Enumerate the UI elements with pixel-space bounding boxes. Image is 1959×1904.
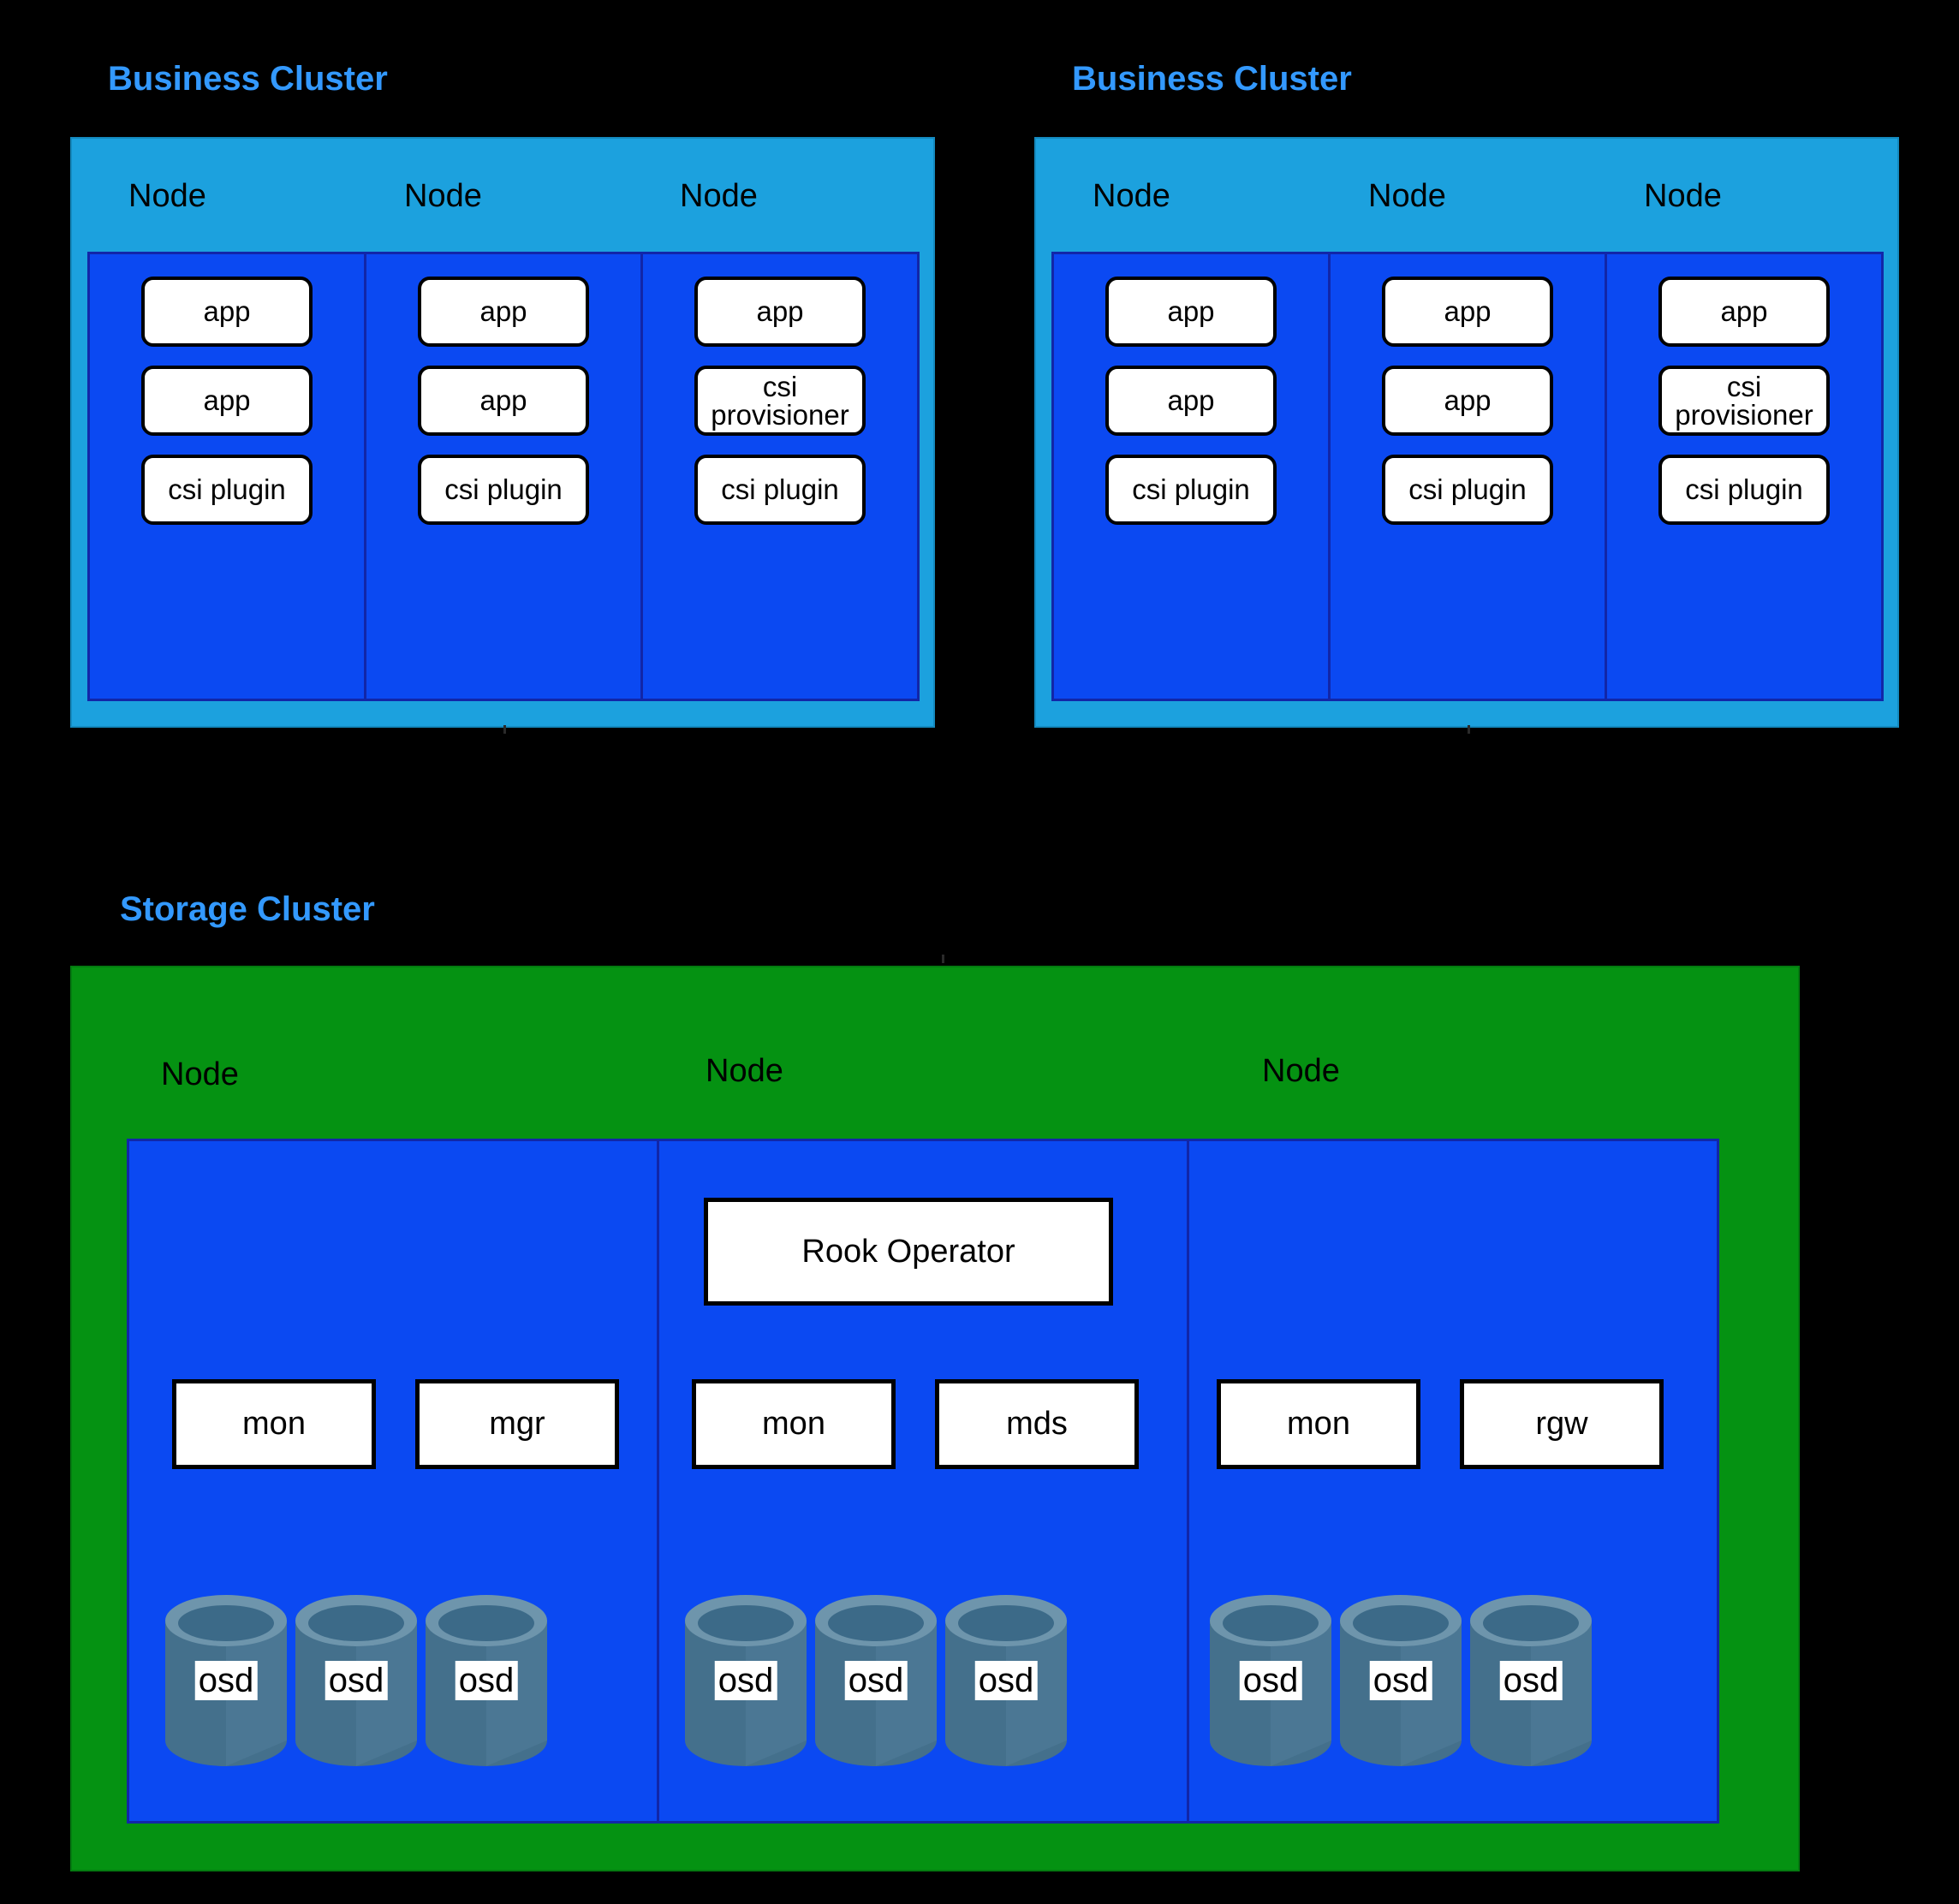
osd-cylinder[interactable]: osd xyxy=(1340,1595,1462,1766)
osd-label: osd xyxy=(325,1661,388,1700)
cluster-2-bottom-tick xyxy=(1468,725,1470,734)
node-label-b2-n3: Node xyxy=(1644,178,1722,214)
pod-app[interactable]: app xyxy=(1105,277,1277,347)
storage-node-2[interactable]: Rook Operator mon mds osd xyxy=(659,1141,1189,1821)
osd-label: osd xyxy=(1369,1661,1432,1700)
osd-label: osd xyxy=(974,1661,1038,1700)
pod-csi-plugin[interactable]: csi plugin xyxy=(1382,455,1553,525)
osd-label: osd xyxy=(194,1661,258,1700)
pod-app[interactable]: app xyxy=(418,366,589,436)
pod-app[interactable]: app xyxy=(418,277,589,347)
daemon-mon[interactable]: mon xyxy=(172,1379,376,1469)
osd-cylinder[interactable]: osd xyxy=(1470,1595,1592,1766)
node-label-s2: Node xyxy=(706,1053,783,1089)
osd-cylinder[interactable]: osd xyxy=(165,1595,287,1766)
pod-csi-plugin[interactable]: csi plugin xyxy=(1658,455,1830,525)
pod-app[interactable]: app xyxy=(141,277,313,347)
daemon-mon[interactable]: mon xyxy=(692,1379,896,1469)
daemon-rgw[interactable]: rgw xyxy=(1460,1379,1664,1469)
business-cluster-2-node-2[interactable]: app app csi plugin xyxy=(1331,254,1607,699)
pod-csi-plugin[interactable]: csi plugin xyxy=(141,455,313,525)
pod-app[interactable]: app xyxy=(1105,366,1277,436)
osd-cylinder[interactable]: osd xyxy=(295,1595,417,1766)
osd-label: osd xyxy=(1239,1661,1302,1700)
node-label-s1: Node xyxy=(161,1056,239,1092)
daemon-mgr[interactable]: mgr xyxy=(415,1379,619,1469)
daemon-mon[interactable]: mon xyxy=(1217,1379,1420,1469)
business-cluster-2-node-1[interactable]: app app csi plugin xyxy=(1054,254,1331,699)
node-label-b2-n1: Node xyxy=(1093,178,1170,214)
business-cluster-1-title: Business Cluster xyxy=(108,60,388,98)
node-label-b1-n1: Node xyxy=(128,178,206,214)
pod-csi-plugin[interactable]: csi plugin xyxy=(418,455,589,525)
storage-cluster-nodes: mon mgr osd xyxy=(127,1139,1719,1824)
storage-node-1[interactable]: mon mgr osd xyxy=(129,1141,659,1821)
osd-label: osd xyxy=(844,1661,908,1700)
node-label-s3: Node xyxy=(1262,1053,1340,1089)
business-cluster-2: Node Node Node app app csi plugin app ap… xyxy=(1034,137,1899,728)
business-cluster-2-node-labels: Node Node Node xyxy=(1036,139,1897,250)
osd-label: osd xyxy=(714,1661,777,1700)
osd-cylinder[interactable]: osd xyxy=(685,1595,807,1766)
osd-label: osd xyxy=(455,1661,518,1700)
daemon-mds[interactable]: mds xyxy=(935,1379,1139,1469)
node-label-b1-n3: Node xyxy=(680,178,758,214)
pod-app[interactable]: app xyxy=(1382,366,1553,436)
rook-operator-box[interactable]: Rook Operator xyxy=(704,1198,1113,1306)
storage-cluster-top-tick xyxy=(942,955,944,963)
osd-row-node-1: osd osd xyxy=(165,1595,547,1766)
business-cluster-1: Node Node Node app app csi plugin app ap… xyxy=(70,137,935,728)
osd-cylinder[interactable]: osd xyxy=(945,1595,1067,1766)
business-cluster-1-node-2[interactable]: app app csi plugin xyxy=(366,254,643,699)
business-cluster-1-nodes: app app csi plugin app app csi plugin ap… xyxy=(87,252,920,701)
storage-cluster-title: Storage Cluster xyxy=(120,890,375,928)
pod-app[interactable]: app xyxy=(141,366,313,436)
osd-row-node-3: osd osd xyxy=(1210,1595,1592,1766)
osd-cylinder[interactable]: osd xyxy=(815,1595,937,1766)
business-cluster-1-node-1[interactable]: app app csi plugin xyxy=(90,254,366,699)
osd-label: osd xyxy=(1499,1661,1563,1700)
pod-csi-plugin[interactable]: csi plugin xyxy=(694,455,866,525)
business-cluster-2-nodes: app app csi plugin app app csi plugin ap… xyxy=(1051,252,1884,701)
business-cluster-2-title: Business Cluster xyxy=(1072,60,1352,98)
pod-app[interactable]: app xyxy=(1382,277,1553,347)
osd-cylinder[interactable]: osd xyxy=(426,1595,547,1766)
pod-csi-plugin[interactable]: csi plugin xyxy=(1105,455,1277,525)
storage-node-3[interactable]: mon rgw osd xyxy=(1189,1141,1717,1821)
osd-cylinder[interactable]: osd xyxy=(1210,1595,1331,1766)
pod-app[interactable]: app xyxy=(694,277,866,347)
business-cluster-1-node-labels: Node Node Node xyxy=(72,139,933,250)
node-label-b1-n2: Node xyxy=(404,178,482,214)
osd-row-node-2: osd osd xyxy=(685,1595,1067,1766)
pod-app[interactable]: app xyxy=(1658,277,1830,347)
storage-cluster: Node Node Node mon mgr osd xyxy=(70,966,1800,1871)
cluster-1-bottom-tick xyxy=(503,725,506,734)
node-label-b2-n2: Node xyxy=(1368,178,1446,214)
